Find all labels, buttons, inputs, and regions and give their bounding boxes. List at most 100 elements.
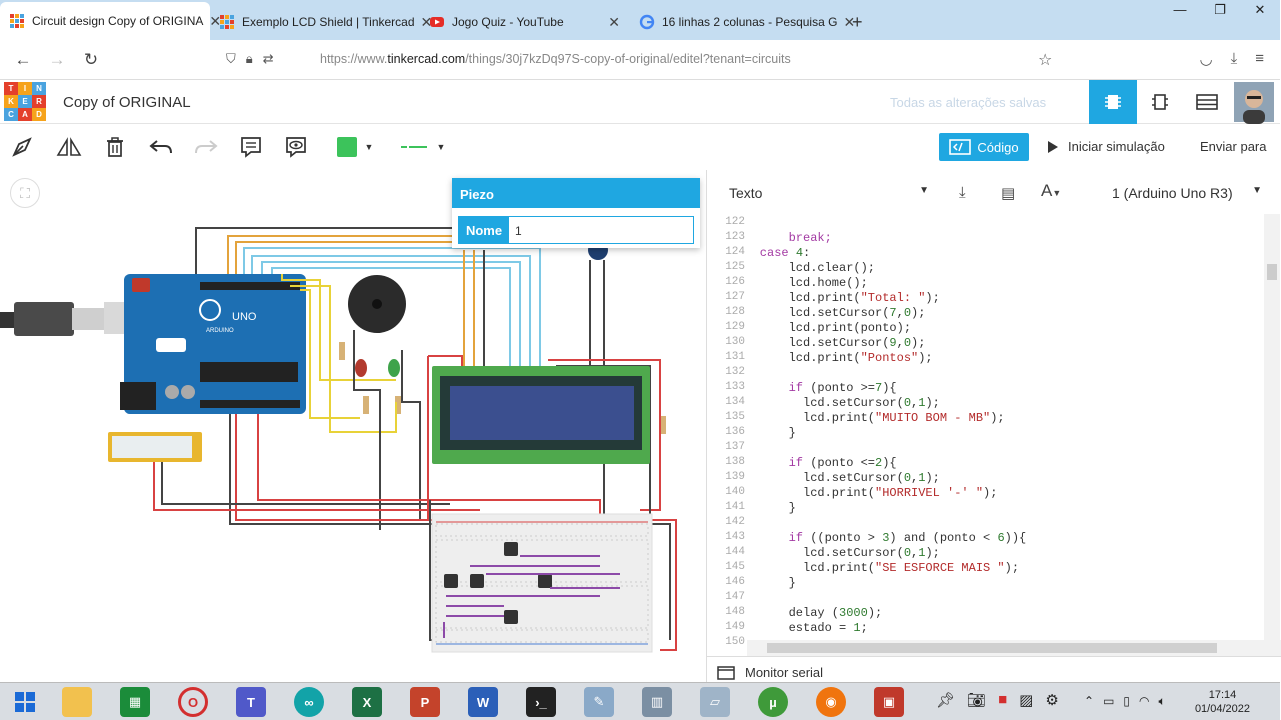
piezo-buzzer[interactable] [348,275,406,333]
code-line[interactable]: 137 [707,441,1265,456]
battery-icon[interactable]: ▯ [1123,694,1131,708]
code-line[interactable]: 147 [707,591,1265,606]
back-icon[interactable]: ← [14,49,32,69]
name-input[interactable]: 1 [515,224,522,238]
undo-button[interactable] [148,134,174,160]
code-line[interactable]: 142 [707,516,1265,531]
maximize-icon[interactable]: ❐ [1214,2,1226,17]
component-list-button[interactable] [1183,80,1231,124]
tinkercad-logo[interactable]: T I N K E R C A D [4,82,46,122]
pin-icon[interactable]: 📌︎ [936,692,956,709]
fit-view-icon[interactable]: ⛶ [10,178,40,208]
windows-start-icon[interactable] [10,687,40,717]
flip-button[interactable] [56,134,82,160]
code-line[interactable]: 146} [707,576,1265,591]
calculator-icon[interactable]: ▥ [642,687,672,717]
circuit-canvas[interactable]: ⛶ UNO ARDUINO [0,170,706,682]
schematic-view-button[interactable] [1136,80,1184,124]
lock-icon[interactable]: 🔒︎ [245,51,253,66]
breadboard[interactable] [431,513,653,653]
minimize-icon[interactable]: — [1173,2,1187,17]
code-line[interactable]: 136} [707,426,1265,441]
scrollbar-thumb[interactable] [1267,264,1277,280]
excel-icon[interactable]: X [352,687,382,717]
browser-tab-2[interactable]: Exemplo LCD Shield | Tinkercad ✕ [210,4,432,40]
project-title[interactable]: Copy of ORIGINAL [63,94,191,111]
url-text[interactable]: https://www.tinkercad.com/things/30j7kzD… [320,52,791,66]
close-tab-icon[interactable]: ✕ [608,13,620,30]
firefox-icon[interactable]: ◉ [816,687,846,717]
notes-button[interactable] [238,134,264,160]
vertical-scrollbar[interactable] [1264,214,1280,640]
paint-icon[interactable]: ✎ [584,687,614,717]
opera-icon[interactable]: O [178,687,208,717]
lcd-16x2-display[interactable] [432,366,650,464]
menu-icon[interactable]: ≡ [1255,50,1264,67]
wifi-icon[interactable]: ◠ [1139,694,1150,708]
word-icon[interactable]: W [468,687,498,717]
download-code-icon[interactable]: ⤓ [959,184,966,201]
color-picker[interactable]: ▼ [333,134,377,160]
powerpoint-icon[interactable]: P [410,687,440,717]
notepad-icon[interactable]: ▱ [700,687,730,717]
browser-tab-3[interactable]: Jogo Quiz - YouTube ✕ [420,4,630,40]
screen-recorder-icon[interactable]: ▣ [874,687,904,717]
font-size-icon[interactable]: A▼ [1041,181,1062,200]
close-tab-icon[interactable]: ✕ [420,13,433,30]
volume-icon[interactable]: 🔈︎ [1158,694,1166,708]
code-button[interactable]: Código [939,133,1029,161]
shield-icon[interactable]: ⛉ [226,51,236,66]
code-line[interactable]: 132 [707,366,1265,381]
code-mode-select[interactable]: Texto ▼ [729,185,929,201]
download-icon[interactable]: ⤓ [1230,50,1238,67]
utorrent-icon[interactable]: µ [758,687,788,717]
tray-expand-icon[interactable]: ⌃ [1084,694,1095,708]
arduino-board[interactable]: UNO ARDUINO [120,274,306,414]
small-display-module[interactable] [108,432,202,462]
wire-tool-button[interactable] [9,134,35,160]
taskbar-clock[interactable]: 17:14 01/04/2022 [1195,688,1250,716]
photos-icon[interactable]: ▨ [1019,692,1034,709]
file-explorer-icon[interactable] [62,687,92,717]
store-icon[interactable]: ▦ [120,687,150,717]
user-avatar[interactable] [1234,82,1274,124]
horizontal-scrollbar[interactable] [747,640,1281,656]
reload-icon[interactable]: ↻ [83,49,99,69]
board-select[interactable]: 1 (Arduino Uno R3) ▼ [1112,185,1262,201]
scrollbar-thumb[interactable] [767,643,1217,653]
code-line[interactable]: 150 [707,636,1265,651]
green-led[interactable] [388,359,400,377]
arduino-ide-icon[interactable]: ∞ [294,687,324,717]
record-icon[interactable]: ■ [998,691,1008,708]
settings-gear-icon[interactable]: ⚙ [1045,692,1059,709]
library-icon[interactable]: ▤ [1001,185,1016,202]
delete-button[interactable] [102,134,128,160]
teams-icon[interactable]: T [236,687,266,717]
bookmark-star-icon[interactable]: ☆ [1038,52,1053,69]
circuit-view-button[interactable] [1089,80,1137,124]
code-line[interactable]: 141} [707,501,1265,516]
start-simulation-button[interactable]: Iniciar simulação [1048,139,1165,154]
browser-tab-4[interactable]: 16 linhas 2 colunas - Pesquisa G ✕ [630,4,855,40]
new-tab-button[interactable]: + [852,12,863,32]
terminal-icon[interactable]: ›_ [526,687,556,717]
